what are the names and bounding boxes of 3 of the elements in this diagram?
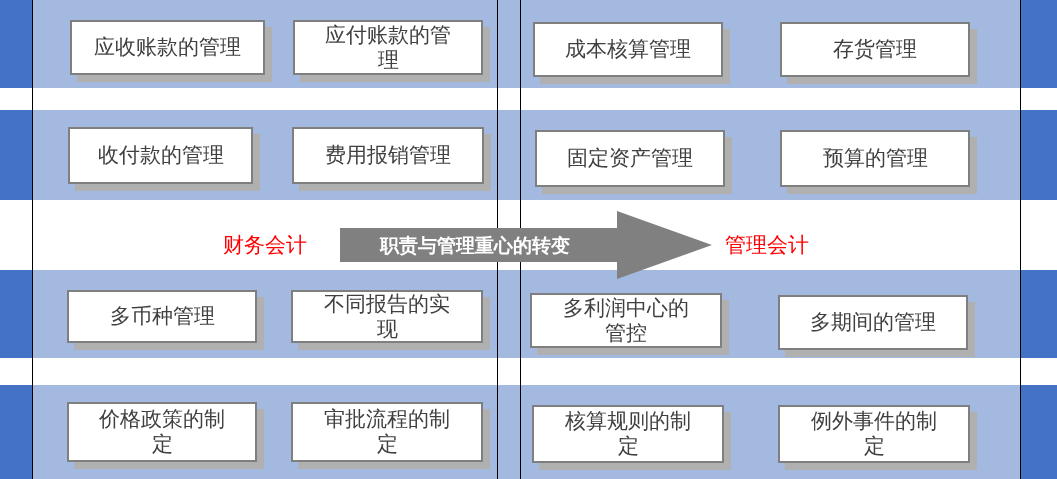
edge-label: 职责与管理重心的转变 [380,233,570,258]
category-label: 管理会计 [712,228,822,262]
category-label: 财务会计 [212,228,317,262]
